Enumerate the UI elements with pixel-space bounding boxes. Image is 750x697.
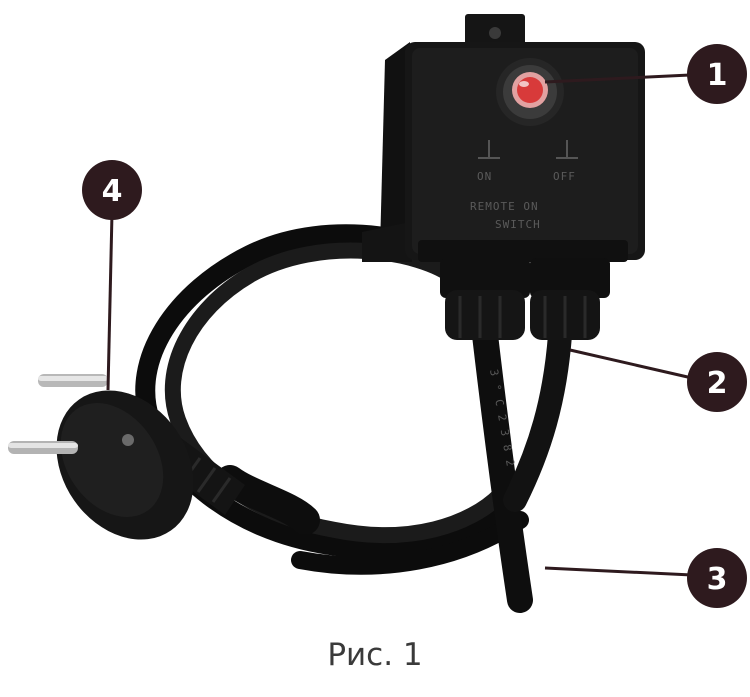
callout-3: 3 — [687, 548, 747, 608]
mark-on: ON — [477, 170, 492, 183]
svg-text:1: 1 — [707, 58, 728, 93]
svg-text:4: 4 — [102, 174, 123, 209]
junction-box-icon: ON OFF REMOTE ON SWITCH — [362, 14, 645, 340]
device-label-line1: REMOTE ON — [470, 200, 539, 213]
svg-text:3: 3 — [707, 562, 728, 597]
callout-1: 1 — [687, 44, 747, 104]
euro-plug-icon — [8, 374, 320, 540]
device-label-line2: SWITCH — [495, 218, 541, 231]
callout-2: 2 — [687, 352, 747, 412]
svg-text:2: 2 — [707, 366, 728, 401]
callout-4: 4 — [82, 160, 142, 220]
figure-caption: Рис. 1 — [327, 637, 423, 673]
mark-off: OFF — [553, 170, 576, 183]
output-cables — [472, 322, 572, 613]
product-photo: 3 ° C 2 3 8 2 ON OFF REMOTE ON SWITC — [8, 14, 747, 613]
red-push-button-icon — [496, 58, 564, 126]
leader-lines — [106, 73, 693, 577]
